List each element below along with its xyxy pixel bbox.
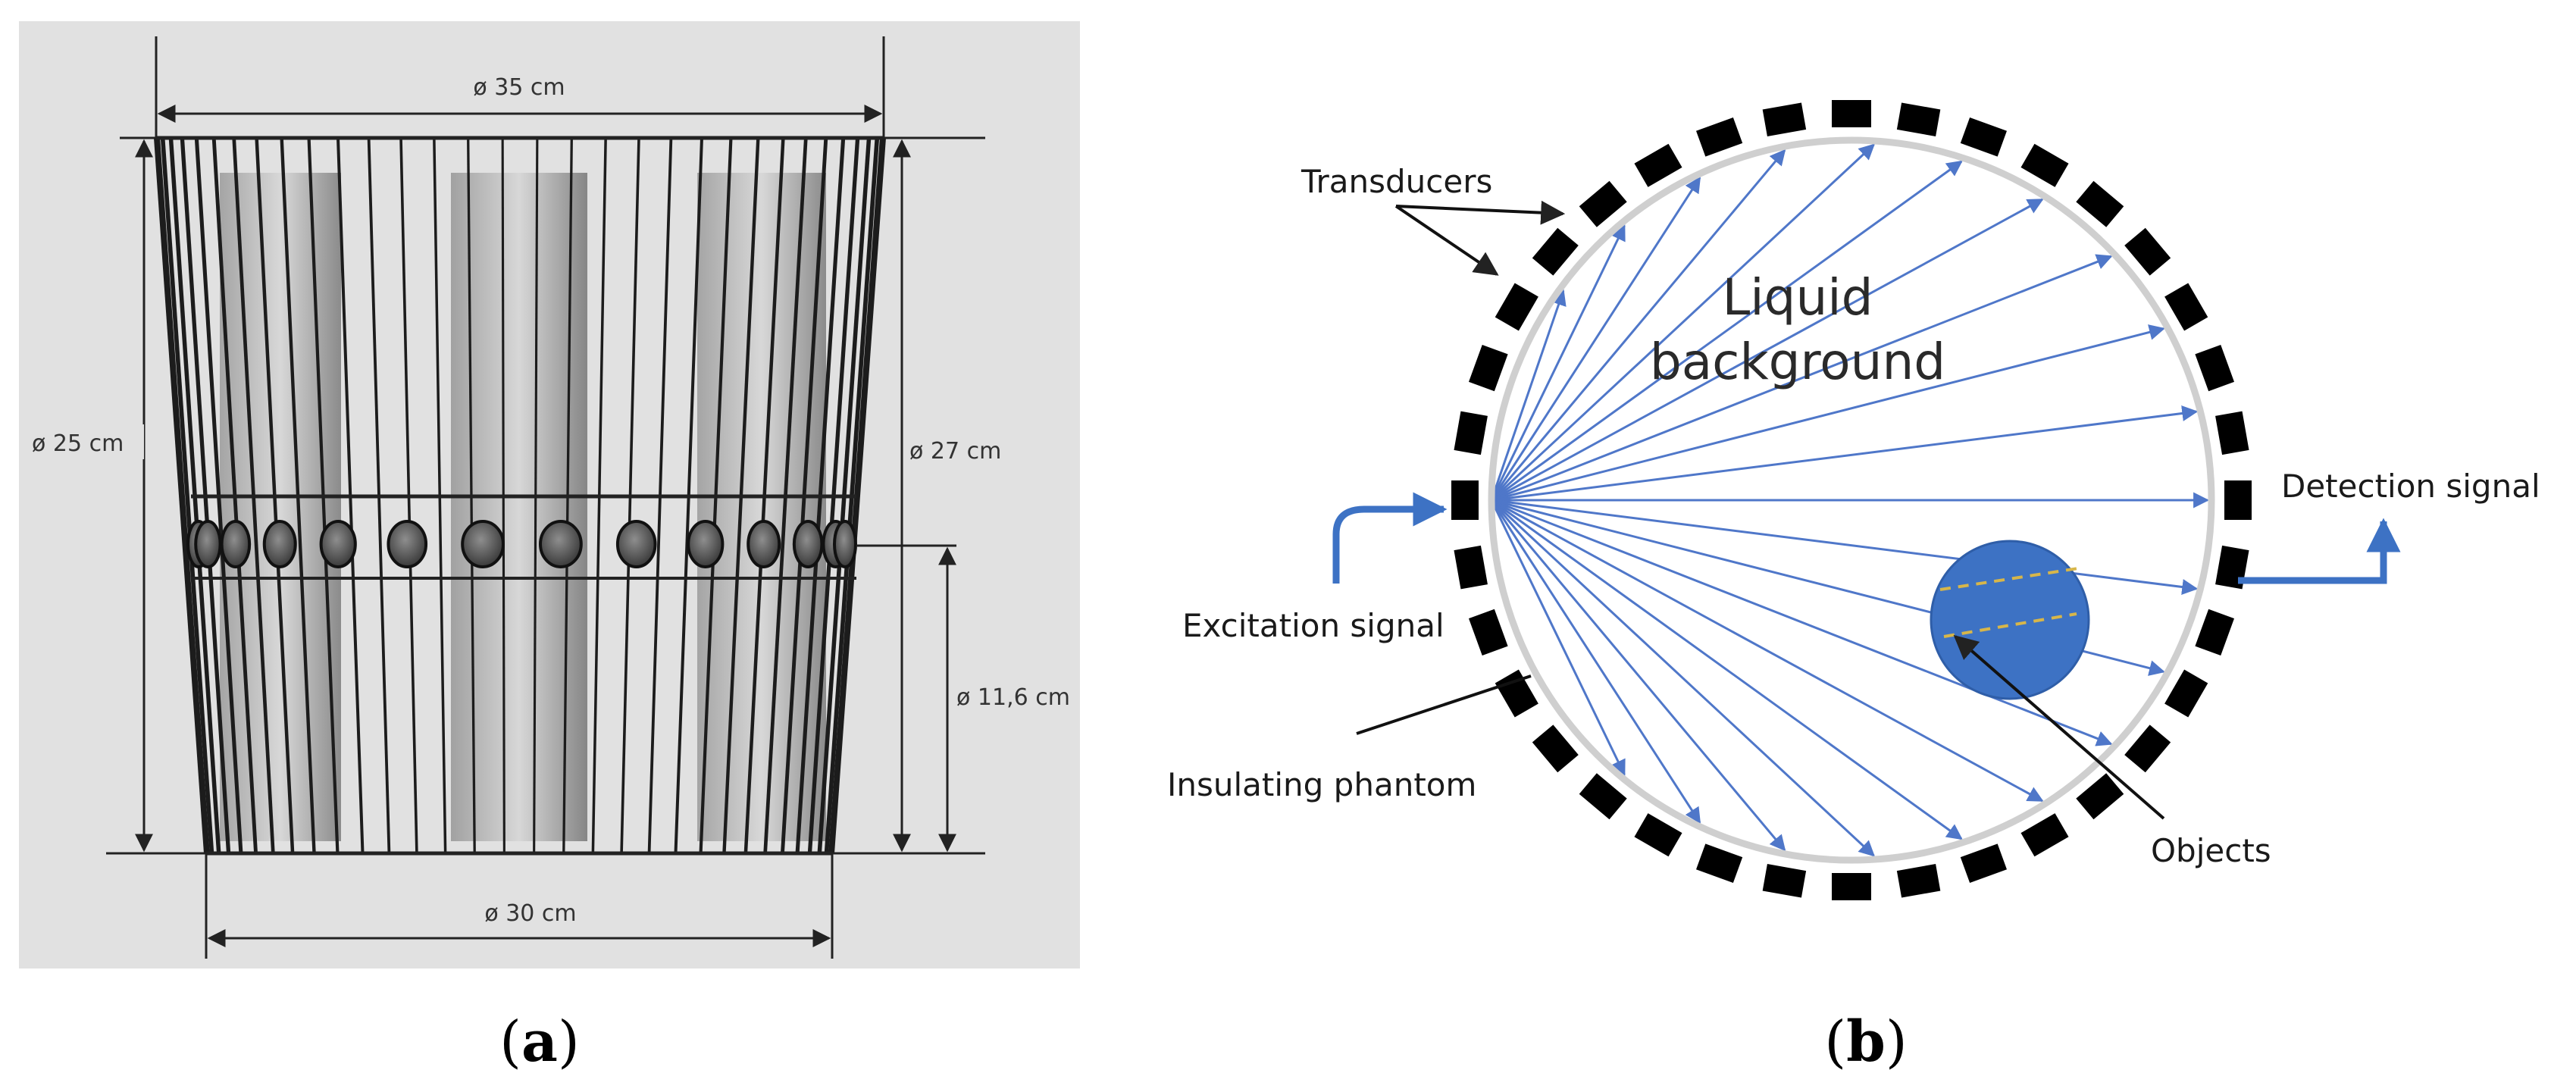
transducer xyxy=(2076,773,2124,820)
transducer xyxy=(1532,227,1579,276)
ring-height-label: ø 11,6 cm xyxy=(956,684,1070,711)
signal-ray xyxy=(1490,149,1786,501)
electrode xyxy=(262,520,297,568)
signal-ray xyxy=(1490,289,1567,501)
transducer xyxy=(2124,724,2171,773)
transducer xyxy=(1832,873,1871,900)
electrode xyxy=(387,520,428,568)
transducers-label: Transducers xyxy=(1301,163,1492,200)
objects-label: Objects xyxy=(2151,832,2271,869)
electrode xyxy=(687,520,725,568)
signal-ray xyxy=(1491,405,2199,502)
transducer xyxy=(1468,345,1508,392)
electrode xyxy=(615,520,657,568)
electrode xyxy=(747,520,781,568)
insulating-phantom-pointer xyxy=(1356,674,1532,735)
electrode-row xyxy=(186,520,857,568)
transducer xyxy=(2215,411,2249,455)
transducer xyxy=(1495,283,1538,331)
transducer xyxy=(1762,864,1807,898)
transducer xyxy=(1832,100,1871,127)
signal-ray xyxy=(1490,499,1626,776)
transducer xyxy=(1696,117,1743,157)
electrode-ring xyxy=(186,494,857,580)
liquid-background-label-line2: background xyxy=(1650,333,1945,391)
transducer xyxy=(1579,180,1627,227)
signal-ray xyxy=(1490,143,1876,502)
electrode xyxy=(833,520,857,568)
transducer xyxy=(2224,480,2252,520)
signal-ray xyxy=(1491,499,2044,803)
electrode xyxy=(792,520,824,568)
panel-a-drawing: ø 35 cm ø 25 cm ø 27 cm ø 11,6 cm ø 30 c… xyxy=(19,21,1080,969)
excitation-arrow xyxy=(1332,492,1448,584)
signal-ray xyxy=(1491,254,2113,502)
detection-signal-label: Detection signal xyxy=(2281,468,2540,505)
transducer xyxy=(2164,669,2208,718)
transducer xyxy=(1896,102,1941,136)
transducer xyxy=(1896,864,1941,898)
transducer xyxy=(2076,180,2124,227)
transducer xyxy=(1579,773,1627,820)
signal-ray xyxy=(1490,176,1701,501)
excitation-signal-label: Excitation signal xyxy=(1182,607,1445,644)
electrode xyxy=(319,520,357,568)
transducer xyxy=(1468,609,1508,656)
signal-ray xyxy=(1491,499,2199,595)
panel-b-drawing: Transducers Liquid background Excitation… xyxy=(1167,100,2540,900)
dimension-arrows xyxy=(135,105,956,947)
transducer-ring xyxy=(1451,100,2252,900)
transducer xyxy=(2124,227,2171,276)
liquid-background-label-line1: Liquid xyxy=(1722,268,1873,327)
transducer xyxy=(2164,283,2208,331)
detection-arrow xyxy=(2238,518,2401,584)
cage-wire xyxy=(160,137,214,854)
transducer xyxy=(2195,609,2235,656)
transducer xyxy=(1634,813,1682,857)
signal-ray xyxy=(1491,198,2044,502)
cage-wire xyxy=(155,137,210,854)
transducer xyxy=(1696,843,1743,884)
insulating-phantom-label: Insulating phantom xyxy=(1167,766,1476,803)
caption-b: (b) xyxy=(1824,1009,1908,1075)
signal-ray xyxy=(1491,499,1963,840)
transducer xyxy=(1451,480,1479,520)
signal-ray xyxy=(1491,324,2165,502)
transducer xyxy=(2020,813,2069,857)
right-height-label: ø 27 cm xyxy=(909,438,1001,465)
caption-a: (a) xyxy=(499,1009,580,1075)
transducer xyxy=(1454,545,1488,590)
objects-pointer xyxy=(1953,634,2165,820)
electrode xyxy=(220,520,252,568)
transducer xyxy=(2195,345,2235,392)
transducer xyxy=(1762,102,1807,136)
transducer xyxy=(1454,411,1488,455)
signal-rays xyxy=(1490,143,2210,857)
transducer xyxy=(1532,724,1579,773)
signal-ray xyxy=(1490,499,1701,825)
transducer xyxy=(2020,143,2069,187)
signal-ray xyxy=(1491,499,2113,746)
signal-ray xyxy=(1490,499,1876,857)
transducer xyxy=(1960,117,2007,157)
top-diameter-label: ø 35 cm xyxy=(473,74,565,101)
transducer xyxy=(1495,669,1538,718)
transducer xyxy=(1634,143,1682,187)
dimension-extension-lines xyxy=(106,36,985,959)
transducer xyxy=(1960,843,2007,884)
signal-ray xyxy=(1490,224,1626,501)
bottom-diameter-label: ø 30 cm xyxy=(484,900,576,927)
cage-wire xyxy=(830,137,886,854)
signal-ray xyxy=(1491,160,1963,502)
left-height-label: ø 25 cm xyxy=(32,430,124,457)
electrode xyxy=(194,520,222,568)
electrode xyxy=(539,520,583,568)
insulating-phantom-boundary xyxy=(1488,136,2215,864)
electrode xyxy=(461,520,505,568)
signal-ray xyxy=(1490,499,1786,852)
transducers-pointer-arrows xyxy=(1394,200,1566,276)
inner-cylinders xyxy=(220,173,826,841)
object-inclusion xyxy=(1930,540,2090,700)
